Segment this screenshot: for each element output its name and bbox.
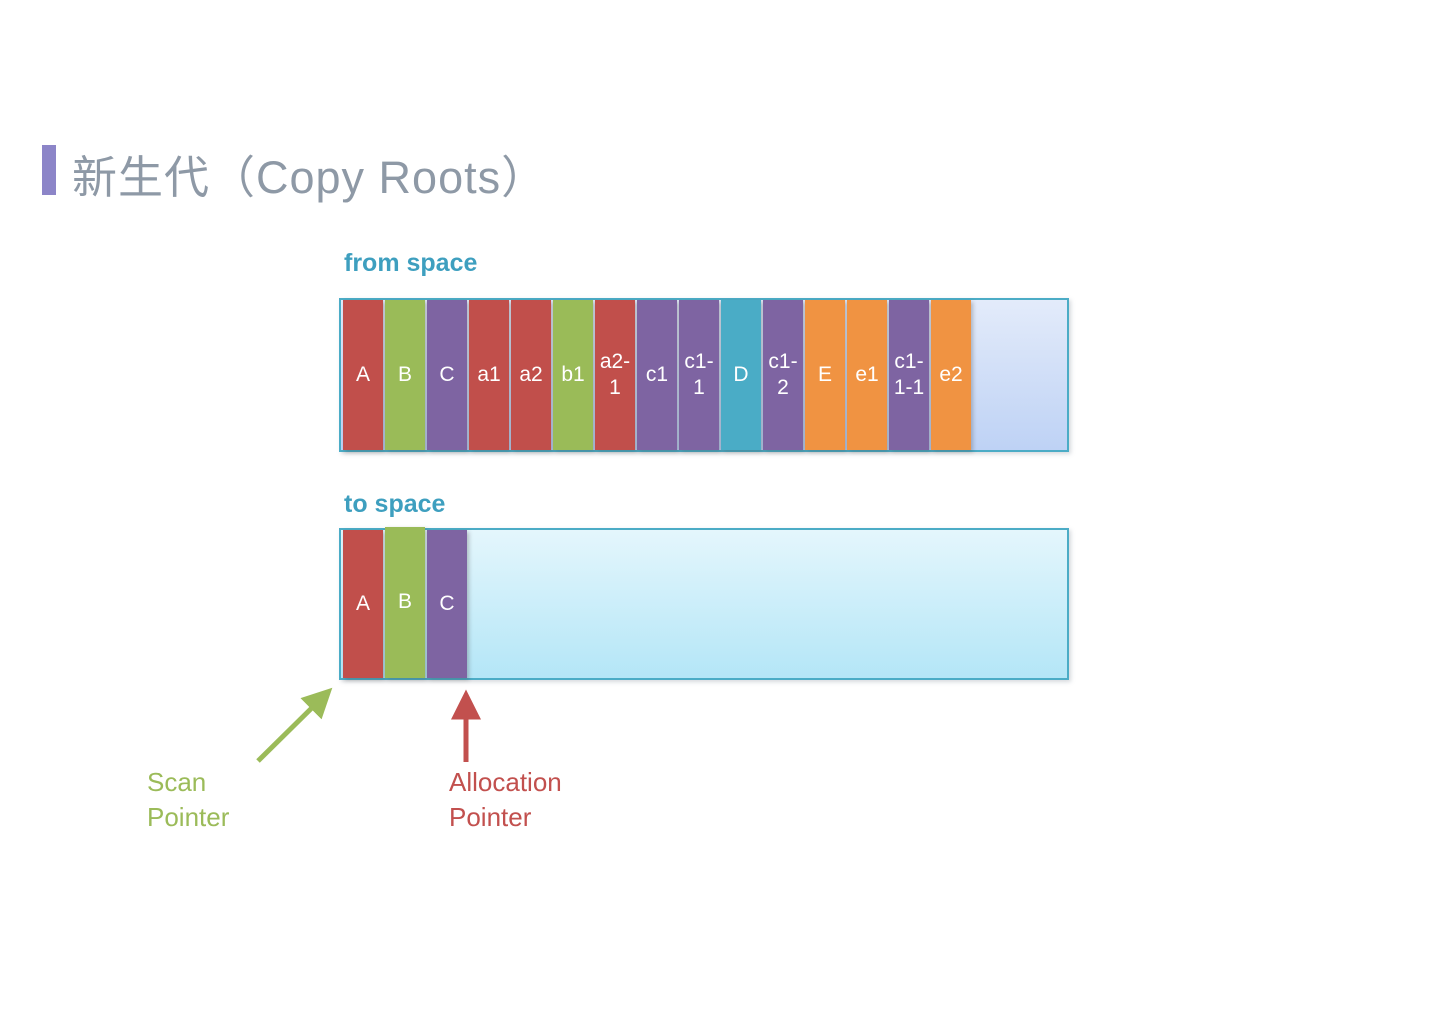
allocation-pointer-label: Allocation Pointer [449,767,562,832]
memory-block-label: B [397,362,412,386]
memory-block: A [343,530,383,678]
memory-block: E [805,300,845,450]
memory-block: D [721,300,761,450]
memory-block-label: A [355,362,370,386]
scan-pointer-arrow-icon [256,687,333,763]
memory-block: a2 [511,300,551,450]
memory-block-label: E [817,362,832,386]
memory-block: C [427,300,467,450]
memory-block-label: D [733,362,749,386]
title-accent-bar [42,145,56,195]
memory-block: e1 [847,300,887,450]
memory-block: c1-2 [763,300,803,450]
memory-block: c1-1-1 [889,300,929,450]
memory-block-label: a1 [477,362,501,386]
to-space-label: to space [344,490,446,518]
memory-block: a2-1 [595,300,635,450]
memory-block-label: C [439,591,455,615]
memory-block-label: a2 [519,362,543,386]
from-space-label: from space [344,249,478,277]
memory-block-label: B [397,590,412,614]
memory-block: c1-1 [679,300,719,450]
memory-block-label: e2 [939,362,963,386]
memory-block: e2 [931,300,971,450]
memory-block-label: c1 [645,362,669,386]
memory-block-label: c1-1-1 [893,349,925,399]
to-space-container: A B C [339,527,1069,680]
memory-block-label: a2-1 [599,349,631,399]
memory-block: A [343,300,383,450]
scan-pointer-label: Scan Pointer [147,767,230,832]
memory-block-label: b1 [561,362,585,386]
memory-block: a1 [469,300,509,450]
memory-block: B [385,300,425,450]
page-title: 新生代（Copy Roots） [72,152,548,203]
memory-block: c1 [637,300,677,450]
memory-block: B [385,527,425,678]
memory-block: b1 [553,300,593,450]
memory-block-label: C [439,362,455,386]
memory-block-label: A [355,591,370,615]
memory-block-label: c1-2 [768,349,798,399]
memory-block-label: e1 [855,362,879,386]
memory-block: C [427,530,467,678]
memory-block-label: c1-1 [684,349,714,399]
